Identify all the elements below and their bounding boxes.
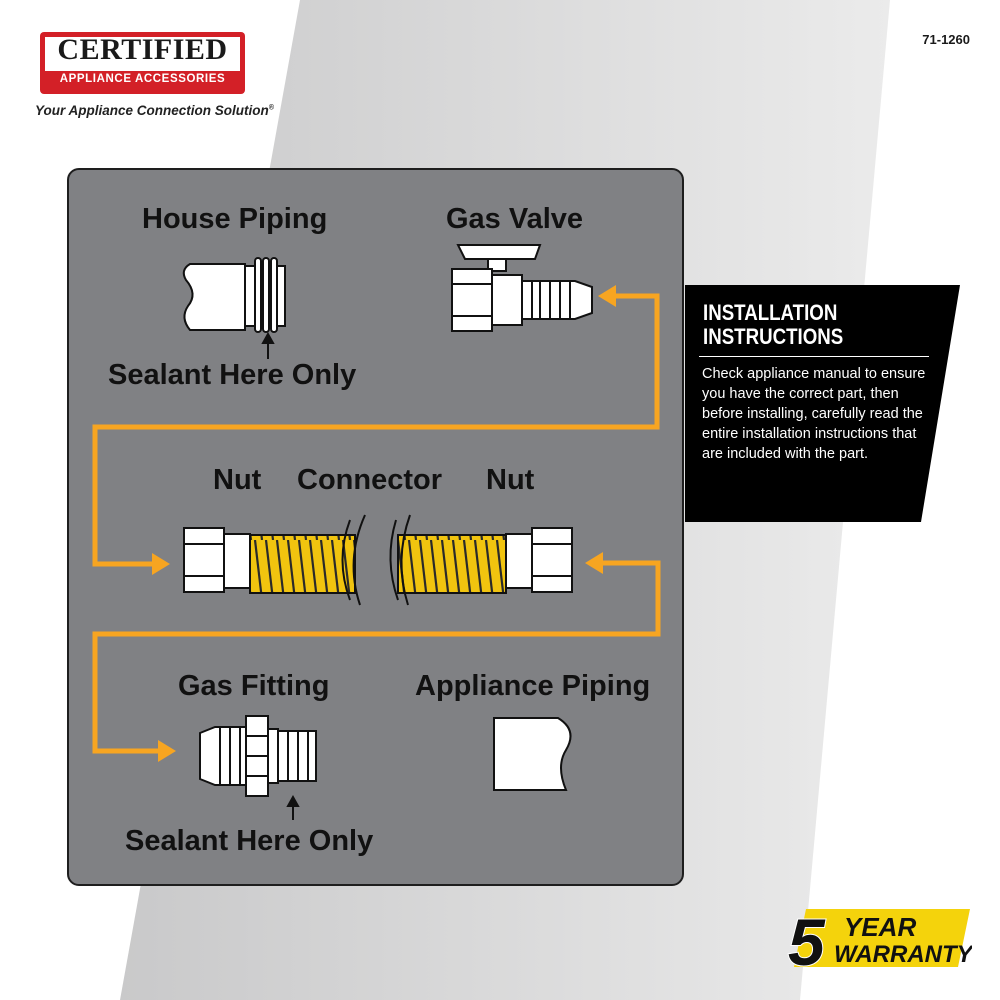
connector-icon	[183, 514, 573, 606]
label-house-piping: House Piping	[142, 203, 328, 235]
label-gas-fitting: Gas Fitting	[178, 670, 330, 702]
logo-subtext: APPLIANCE ACCESSORIES	[59, 73, 226, 85]
arrow-path-bottom	[92, 560, 661, 754]
warranty-number: 5	[788, 905, 826, 971]
house-piping-icon	[182, 257, 286, 359]
instructions-title: INSTALLATION INSTRUCTIONS	[703, 300, 844, 349]
gas-valve-icon	[451, 244, 593, 332]
warranty-label: WARRANTY	[834, 941, 972, 968]
instructions-divider	[699, 356, 929, 357]
label-nut-left: Nut	[213, 464, 262, 496]
logo-wordmark: CERTIFIED	[57, 33, 228, 66]
label-sealant-bottom: Sealant Here Only	[125, 825, 374, 857]
arrowhead-gas-fitting	[158, 740, 176, 762]
coil-right	[397, 534, 507, 594]
tagline: Your Appliance Connection Solution®	[35, 103, 274, 118]
part-number: 71-1260	[922, 32, 970, 47]
nut-left-icon	[183, 527, 225, 593]
flow-arrows	[92, 293, 661, 754]
arrowhead-nut-left	[152, 553, 170, 575]
label-appliance-piping: Appliance Piping	[415, 670, 651, 702]
arrow-path-top	[92, 293, 660, 567]
label-gas-valve: Gas Valve	[446, 203, 584, 235]
warranty-year: YEAR	[844, 912, 916, 942]
instructions-body: Check appliance manual to ensure you hav…	[702, 366, 926, 462]
installation-instructions: INSTALLATION INSTRUCTIONS Check applianc…	[685, 285, 960, 522]
nut-right-icon	[531, 527, 573, 593]
appliance-piping-icon	[493, 717, 572, 791]
label-sealant-top: Sealant Here Only	[108, 359, 357, 391]
arrowhead-nut-right	[585, 552, 603, 574]
gas-fitting-icon	[199, 715, 317, 820]
coil-left	[249, 534, 356, 594]
label-connector: Connector	[297, 464, 442, 496]
arrowhead-gas-valve	[598, 285, 616, 307]
arrow-heads	[152, 285, 616, 762]
certified-logo: CERTIFIED APPLIANCE ACCESSORIES	[40, 32, 245, 94]
warranty-badge: 5 YEAR WARRANTY	[787, 905, 972, 971]
label-nut-right: Nut	[486, 464, 535, 496]
